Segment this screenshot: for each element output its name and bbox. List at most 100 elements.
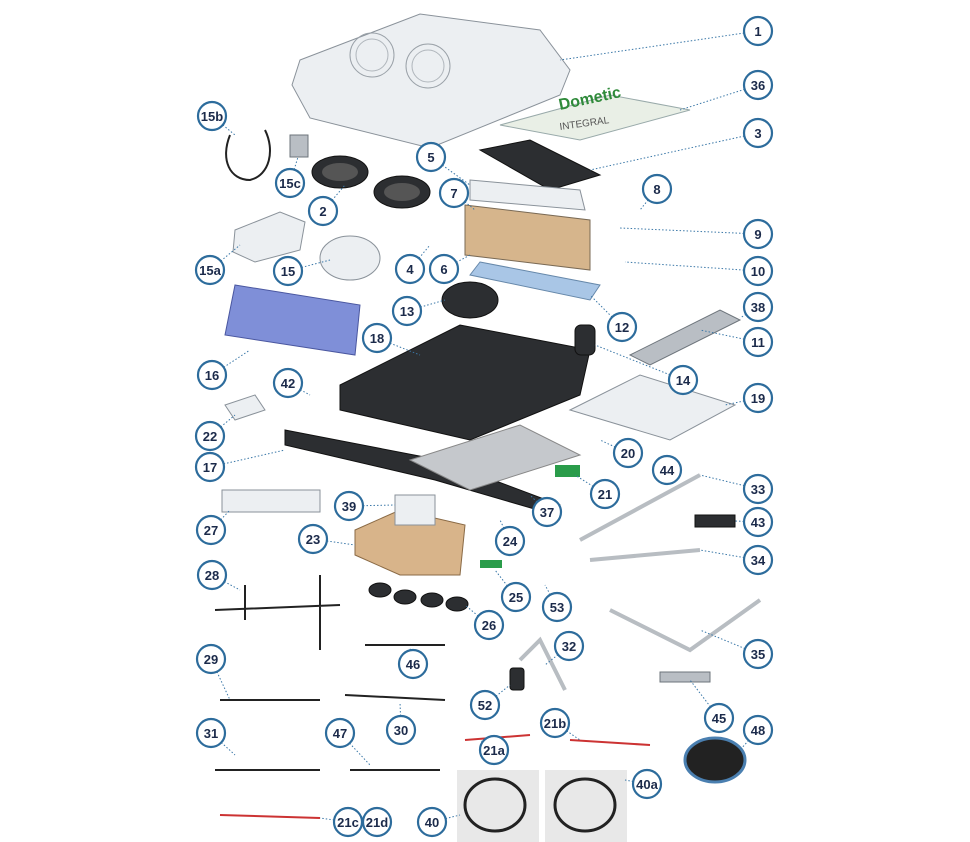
callout-number: 7: [450, 186, 457, 201]
callout-badge[interactable]: 42: [272, 367, 304, 399]
callout-badge[interactable]: 35: [742, 638, 774, 670]
callout-badge[interactable]: 23: [297, 523, 329, 555]
callout-badge[interactable]: 8: [641, 173, 673, 205]
callout-circle: [438, 177, 470, 209]
harness-28-part: [214, 575, 341, 650]
callout-badge[interactable]: 15: [272, 255, 304, 287]
callout-badge[interactable]: 21: [589, 478, 621, 510]
drier-part: [574, 324, 596, 356]
callout-badge[interactable]: 48: [742, 714, 774, 746]
callout-badge[interactable]: 11: [742, 326, 774, 358]
leader-line: [724, 397, 759, 406]
callout-circle: [742, 544, 774, 576]
callout-number: 15: [281, 264, 295, 279]
callout-badge[interactable]: 45: [703, 702, 735, 734]
callout-badge[interactable]: 32: [553, 630, 585, 662]
callout-badge[interactable]: 47: [324, 717, 356, 749]
callout-badge[interactable]: 24: [494, 525, 526, 557]
leader-line: [209, 449, 286, 468]
callout-badge[interactable]: 25: [500, 581, 532, 613]
callout-badge[interactable]: 6: [428, 253, 460, 285]
callout-badge[interactable]: 53: [541, 591, 573, 623]
callout-number: 10: [751, 264, 765, 279]
callout-badge[interactable]: 38: [742, 291, 774, 323]
callout-number: 14: [676, 373, 691, 388]
callout-badge[interactable]: 22: [194, 420, 226, 452]
callout-badge[interactable]: 2: [307, 195, 339, 227]
callout-badge[interactable]: 21a: [478, 734, 510, 766]
leader-line: [559, 30, 759, 61]
callout-badge[interactable]: 30: [385, 714, 417, 746]
callout-badge[interactable]: 18: [361, 322, 393, 354]
callout-badge[interactable]: 15c: [274, 167, 306, 199]
leader-line: [624, 261, 759, 272]
callout-number: 17: [203, 460, 217, 475]
callout-badge[interactable]: 10: [742, 255, 774, 287]
callout-circle: [606, 311, 638, 343]
callout-badge[interactable]: 21c: [332, 806, 364, 838]
leader-line: [699, 549, 759, 561]
callout-badge[interactable]: 44: [651, 454, 683, 486]
callout-number: 21: [598, 487, 612, 502]
callout-circle: [196, 359, 228, 391]
callout-circle: [194, 420, 226, 452]
callout-badge[interactable]: 31: [195, 717, 227, 749]
leader-line: [554, 722, 581, 741]
callout-badge[interactable]: 36: [742, 69, 774, 101]
callout-badge[interactable]: 21b: [539, 707, 571, 739]
callout-badge[interactable]: 7: [438, 177, 470, 209]
callout-circle: [333, 490, 365, 522]
callout-circle: [539, 707, 571, 739]
callout-badge[interactable]: 16: [196, 359, 228, 391]
callout-badge[interactable]: 5: [415, 141, 447, 173]
callout-badge[interactable]: 33: [742, 473, 774, 505]
callout-number: 4: [406, 262, 414, 277]
callout-badge[interactable]: 20: [612, 437, 644, 469]
callout-badge[interactable]: 17: [194, 451, 226, 483]
leader-line: [589, 132, 759, 171]
callout-badge[interactable]: 43: [742, 506, 774, 538]
callout-badge[interactable]: 15b: [196, 100, 228, 132]
callout-badge[interactable]: 52: [469, 689, 501, 721]
callout-badge[interactable]: 15a: [194, 254, 226, 286]
callout-badge[interactable]: 46: [397, 648, 429, 680]
cable-15b-part: [225, 129, 271, 182]
callout-badge[interactable]: 28: [196, 559, 228, 591]
leader-line: [619, 227, 759, 235]
callout-badge[interactable]: 3: [742, 117, 774, 149]
callout-circle: [742, 638, 774, 670]
callout-badge[interactable]: 40a: [631, 768, 663, 800]
callout-number: 26: [482, 618, 496, 633]
callout-badge[interactable]: 13: [391, 295, 423, 327]
callout-badge[interactable]: 1: [742, 15, 774, 47]
leader-line: [322, 184, 346, 212]
callout-circle: [416, 806, 448, 838]
condenser-part: [224, 284, 361, 356]
callout-badge[interactable]: 21d: [361, 806, 393, 838]
callout-badge[interactable]: 4: [394, 253, 426, 285]
callout-badge[interactable]: 34: [742, 544, 774, 576]
callout-number: 13: [400, 304, 414, 319]
callout-number: 28: [205, 568, 219, 583]
callout-number: 9: [754, 227, 761, 242]
callout-badge[interactable]: 14: [667, 364, 699, 396]
callout-circle: [742, 117, 774, 149]
callout-badge[interactable]: 19: [742, 382, 774, 414]
callout-badge[interactable]: 26: [473, 609, 505, 641]
callout-badge[interactable]: 40: [416, 806, 448, 838]
callout-badge[interactable]: 12: [606, 311, 638, 343]
callout-number: 22: [203, 429, 217, 444]
callout-circle: [194, 451, 226, 483]
callout-badge[interactable]: 37: [531, 496, 563, 528]
callout-badge[interactable]: 39: [333, 490, 365, 522]
callout-badge[interactable]: 9: [742, 218, 774, 250]
callout-circle: [324, 717, 356, 749]
callout-number: 20: [621, 446, 635, 461]
cable-45-part: [659, 671, 711, 683]
callout-number: 34: [751, 553, 766, 568]
callout-number: 8: [653, 182, 660, 197]
callout-badge[interactable]: 29: [195, 643, 227, 675]
leader-line: [699, 329, 759, 343]
callout-badge[interactable]: 27: [195, 514, 227, 546]
